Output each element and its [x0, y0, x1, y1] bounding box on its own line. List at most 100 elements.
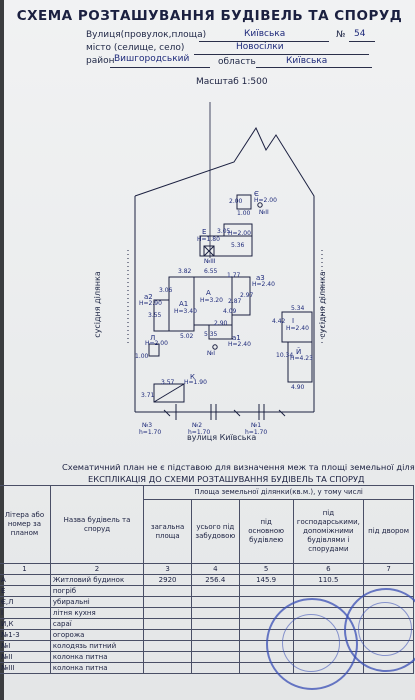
annex-a3-rect [231, 276, 251, 316]
row-name: погріб [49, 585, 145, 597]
row-built [190, 662, 240, 674]
number-value: 54 [354, 29, 366, 39]
row-built: 256.4 [190, 574, 240, 586]
district-label: район [86, 56, 115, 66]
row-built [190, 651, 240, 663]
label-d655: 6.55 [204, 268, 218, 275]
header-area-group: Площа земельної ділянки(кв.м.), у тому ч… [143, 485, 414, 500]
outbuilding-ye-rect [236, 194, 252, 210]
row-total [143, 640, 192, 652]
row-aux [292, 585, 365, 597]
official-stamp-right [344, 588, 415, 672]
label-a1-h: Н=3.40 [174, 308, 197, 315]
region-underline [256, 67, 372, 68]
label-l-h: Н=2.00 [145, 340, 168, 347]
label-n3-h: h=1.70 [139, 429, 162, 436]
neighbor-left-label: сусідня ділянка [92, 271, 102, 338]
street-label: Вулиця(провулок,площа) [86, 30, 207, 40]
label-d100: 1.00 [135, 353, 149, 360]
district-underline [110, 67, 210, 68]
row-name: Житловий будинок [49, 574, 145, 586]
city-value: Новосілки [236, 42, 284, 52]
table-title: ЕКСПЛІКАЦІЯ ДО СХЕМИ РОЗТАШУВАННЯ БУДІВЕ… [88, 474, 365, 484]
label-d534: 5.34 [291, 305, 305, 312]
label-e: Е [202, 228, 207, 236]
row-letter: №III [0, 662, 51, 674]
row-name: колонка питна [49, 651, 145, 663]
header-main: під основною будівлею [238, 499, 294, 564]
region-label: область [218, 57, 256, 67]
col-num: 4 [190, 563, 240, 575]
row-total [143, 596, 192, 608]
row-aux: 110.5 [292, 574, 365, 586]
label-d502: 5.02 [180, 333, 194, 340]
label-k: К [190, 373, 195, 381]
label-e-h: Н=1.80 [197, 236, 220, 243]
row-built [190, 596, 240, 608]
col-num: 2 [49, 563, 145, 575]
shed-y-rect [287, 341, 313, 383]
label-ye: Є [254, 190, 259, 198]
label-a1: А1 [179, 300, 189, 308]
label-a3-h: Н=2.40 [252, 281, 275, 288]
label-no-ii: №II [259, 209, 269, 216]
label-d355: 3.55 [148, 312, 162, 319]
header-name: Назва будівель та споруд [49, 485, 145, 564]
city-label: місто (селище, село) [86, 43, 185, 53]
label-d1034: 10.34 [276, 352, 294, 359]
row-name: літня кухня [49, 607, 145, 619]
col-num: 3 [143, 563, 192, 575]
header-built: усього під забудовою [190, 499, 240, 564]
label-ye-dim: 2.00 [229, 198, 243, 205]
label-ye-w: 1.00 [237, 210, 251, 217]
row-total: 2920 [143, 574, 192, 586]
table-row: Е погріб [0, 585, 414, 597]
stamp-inner-ring [282, 614, 340, 672]
row-built [190, 607, 240, 619]
row-letter: №1-3 [0, 629, 51, 641]
row-total [143, 607, 192, 619]
col-num: 7 [363, 563, 414, 575]
row-yard [363, 574, 414, 586]
label-d177: 1.77 [227, 272, 241, 279]
fence-tick-3 [278, 409, 286, 417]
row-letter: Є,Л [0, 596, 51, 608]
region-value: Київська [286, 56, 328, 66]
header-aux: під господарськими, допоміжними будівлям… [292, 499, 365, 564]
label-i: І [292, 317, 295, 325]
label-k-h: Н=1.90 [184, 379, 207, 386]
row-built [190, 640, 240, 652]
disclaimer-note: Схематичний план не є підставою для визн… [62, 462, 415, 472]
row-name: огорожа [49, 629, 145, 641]
cellar-e2-rect [223, 223, 253, 237]
label-l: Л [150, 334, 156, 342]
label-no-i: №I [207, 350, 216, 357]
neighbor-right-label: сусідня ділянка [317, 271, 327, 338]
row-built [190, 618, 240, 630]
district-value: Вишгородський [114, 54, 190, 64]
label-d297: 2.97 [240, 292, 254, 299]
street-underline [199, 41, 329, 42]
label-a2: а2 [144, 293, 153, 301]
fence-tick-2 [233, 409, 241, 417]
row-name: убиральні [49, 596, 145, 608]
col-num: 6 [292, 563, 365, 575]
annex-a2-rect [153, 299, 170, 332]
label-d306: 3.06 [159, 287, 173, 294]
shed-k-rect [153, 383, 185, 403]
header-yard: під двором [363, 499, 414, 564]
label-n1: №1 [251, 422, 262, 429]
city-underline [194, 54, 369, 55]
row-main: 145.9 [238, 574, 294, 586]
label-d287: 2.87 [228, 298, 242, 305]
row-total [143, 629, 192, 641]
row-total [143, 651, 192, 663]
label-d490: 4.90 [291, 384, 305, 391]
stamp-inner-ring [358, 602, 412, 656]
street-bottom-label: вулиця Київська [187, 433, 257, 442]
col-num: 1 [0, 563, 51, 575]
header-letter: Літера або номер за планом [0, 485, 51, 564]
label-no-iii: №III [204, 258, 216, 265]
row-name: колонка питна [49, 662, 145, 674]
